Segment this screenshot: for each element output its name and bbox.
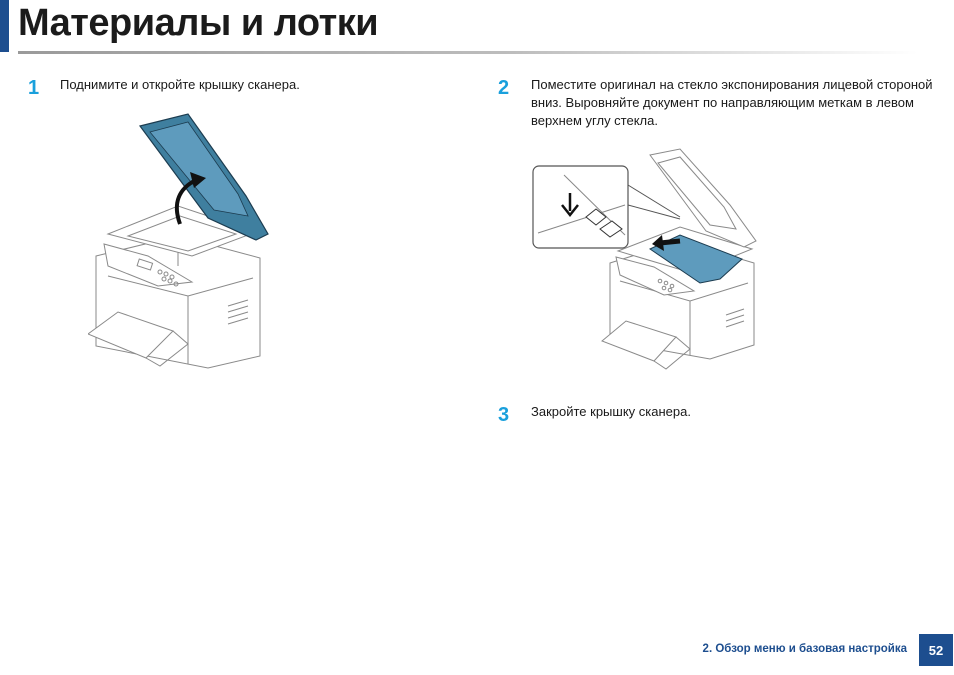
step-3-text: Закройте крышку сканера. [531,404,691,419]
step-1-number: 1 [28,77,40,99]
step-3-number: 3 [498,404,510,426]
figure-open-scanner-lid [88,113,269,369]
header-accent-bar [0,0,9,52]
arrow-left-icon [652,235,681,251]
figure-place-document [532,148,757,370]
step-2-text: Поместите оригинал на стекло экспонирова… [531,77,933,128]
step-1-text: Поднимите и откройте крышку сканера. [60,77,300,92]
page-title: Материалы и лотки [18,2,379,44]
step-2-number: 2 [498,77,510,99]
alignment-mark-icon [561,193,623,238]
footer-chapter: 2. Обзор меню и базовая настройка [702,643,907,655]
page-number: 52 [919,634,953,666]
title-divider [18,51,918,54]
arrow-up-curve-icon [174,172,206,225]
